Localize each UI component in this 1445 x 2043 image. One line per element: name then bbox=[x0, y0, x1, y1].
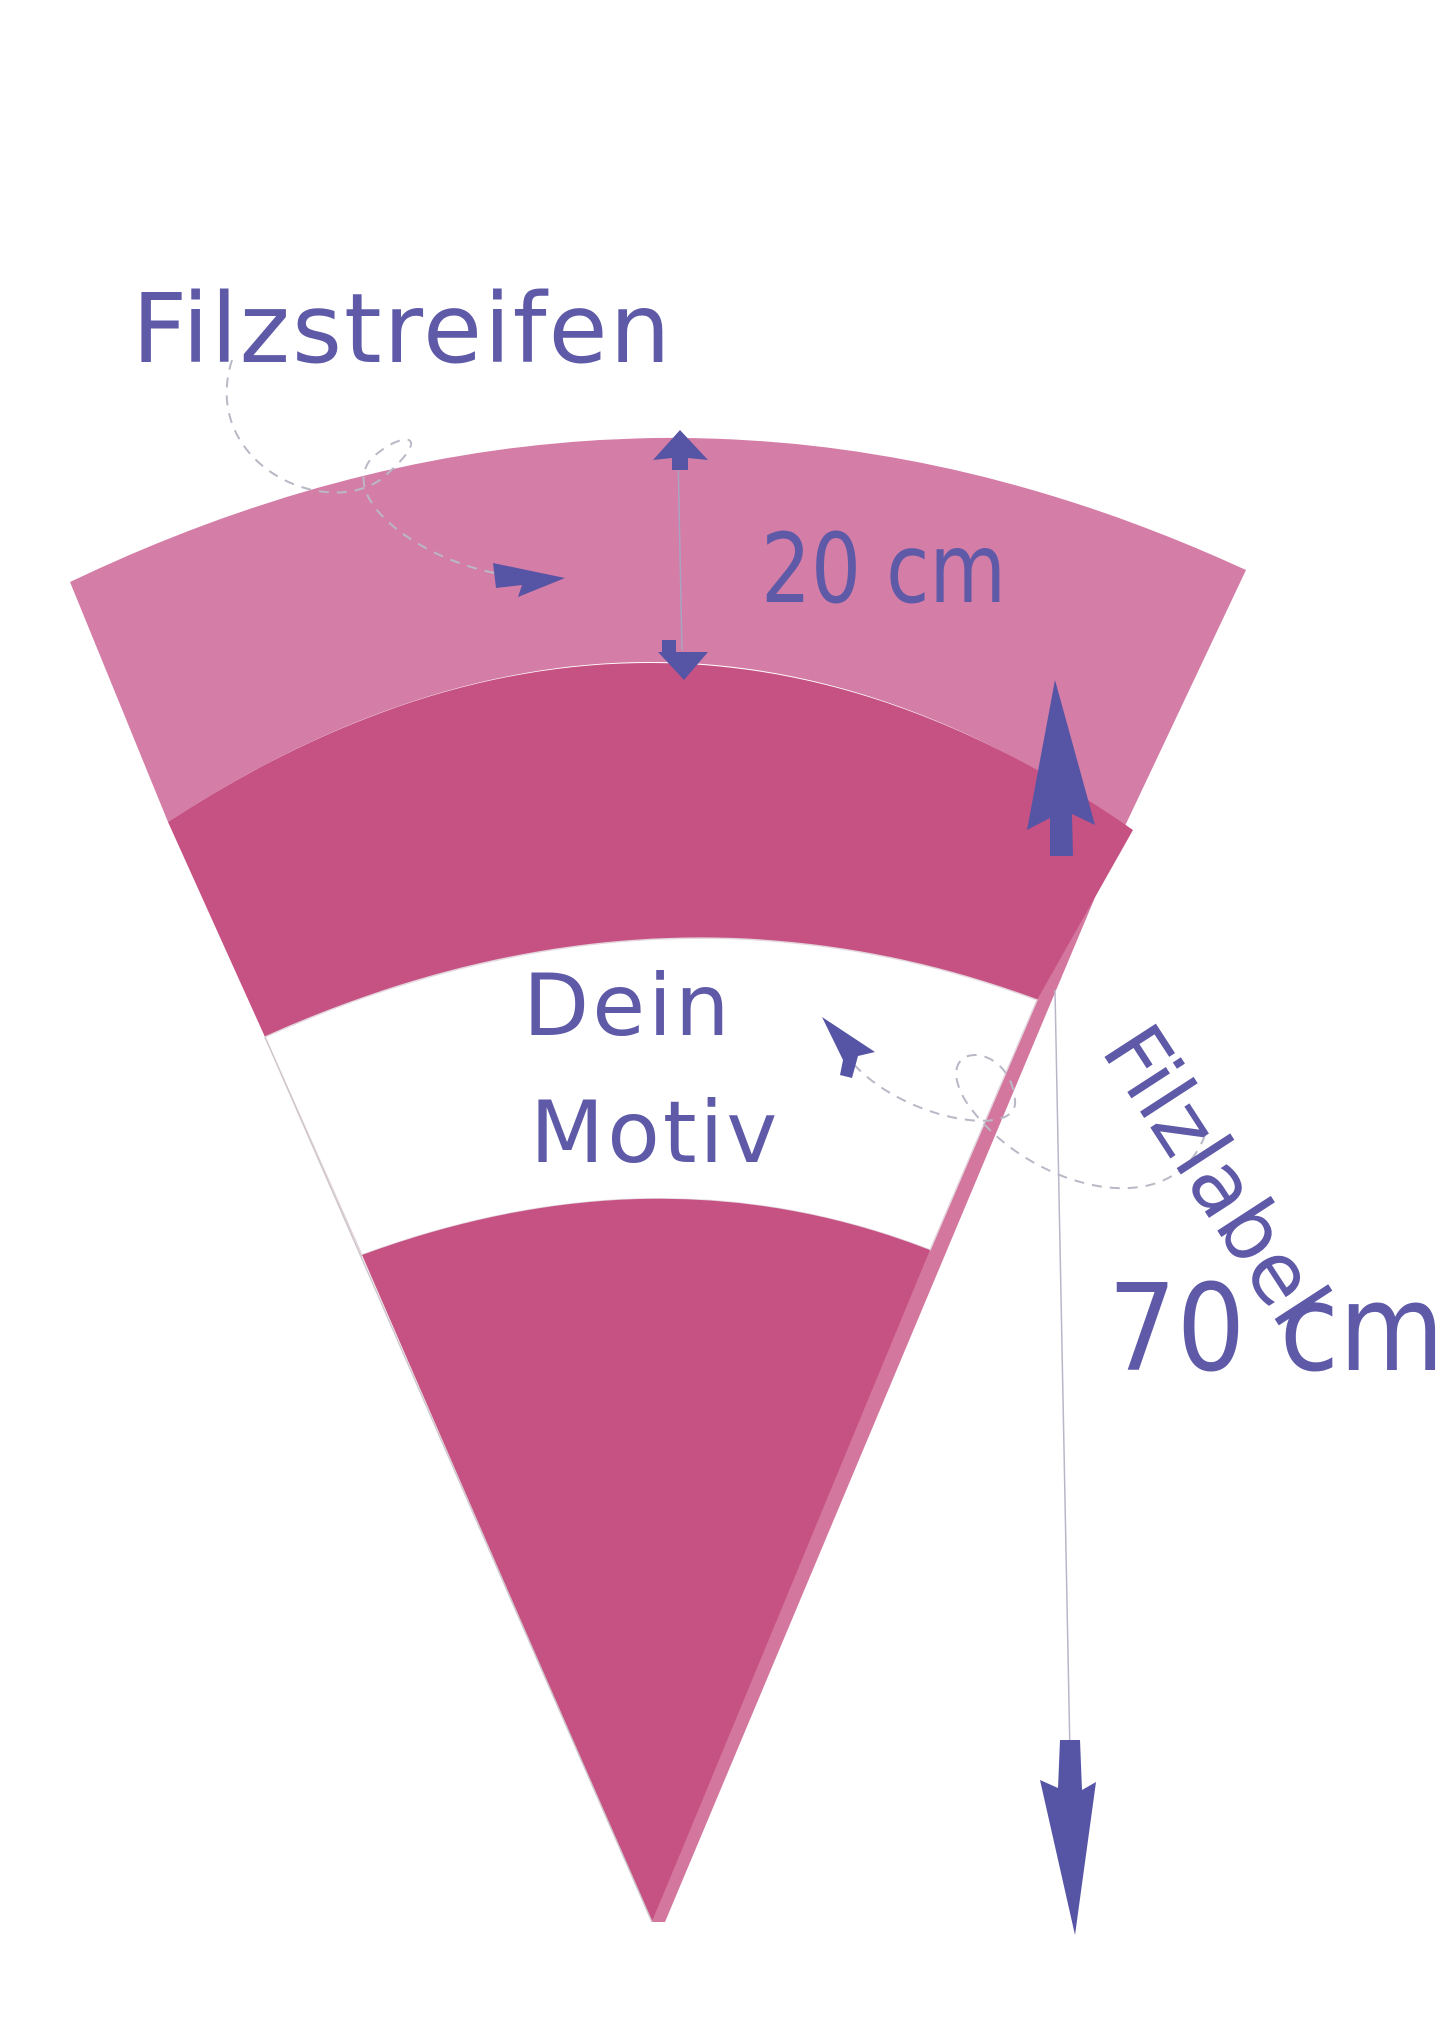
felt-label-arrow-icon bbox=[822, 1017, 875, 1078]
cone-height-dimension-line bbox=[1054, 989, 1071, 1756]
felt-strip-label: Filzstreifen bbox=[132, 273, 672, 385]
cone-seam-flap bbox=[652, 826, 1125, 1922]
cone-left-edge-line bbox=[264, 1036, 653, 1923]
cone-height-arrow-down-icon bbox=[1040, 1740, 1096, 1935]
motif-band bbox=[264, 937, 1038, 1256]
strip-width-dimension-line bbox=[677, 454, 683, 651]
strip-width-arrow-down-icon bbox=[658, 640, 708, 680]
strip-width-label: 20 cm bbox=[761, 513, 1006, 625]
felt-strip-arrow-icon bbox=[493, 563, 565, 597]
felt-strip bbox=[70, 437, 1246, 826]
motif-label-line1: Dein bbox=[523, 956, 733, 1056]
cone-tip bbox=[362, 1198, 930, 1922]
cone-upper-band bbox=[168, 662, 1133, 1037]
strip-up-arrow-icon bbox=[1027, 680, 1095, 856]
strip-width-arrow-up-icon bbox=[653, 430, 708, 470]
felt-strip-pointer-dashed bbox=[225, 359, 501, 575]
felt-label-pointer-dashed bbox=[849, 1054, 1206, 1190]
motif-label-line2: Motiv bbox=[530, 1083, 780, 1183]
cone-height-label: 70 cm bbox=[1108, 1259, 1444, 1399]
